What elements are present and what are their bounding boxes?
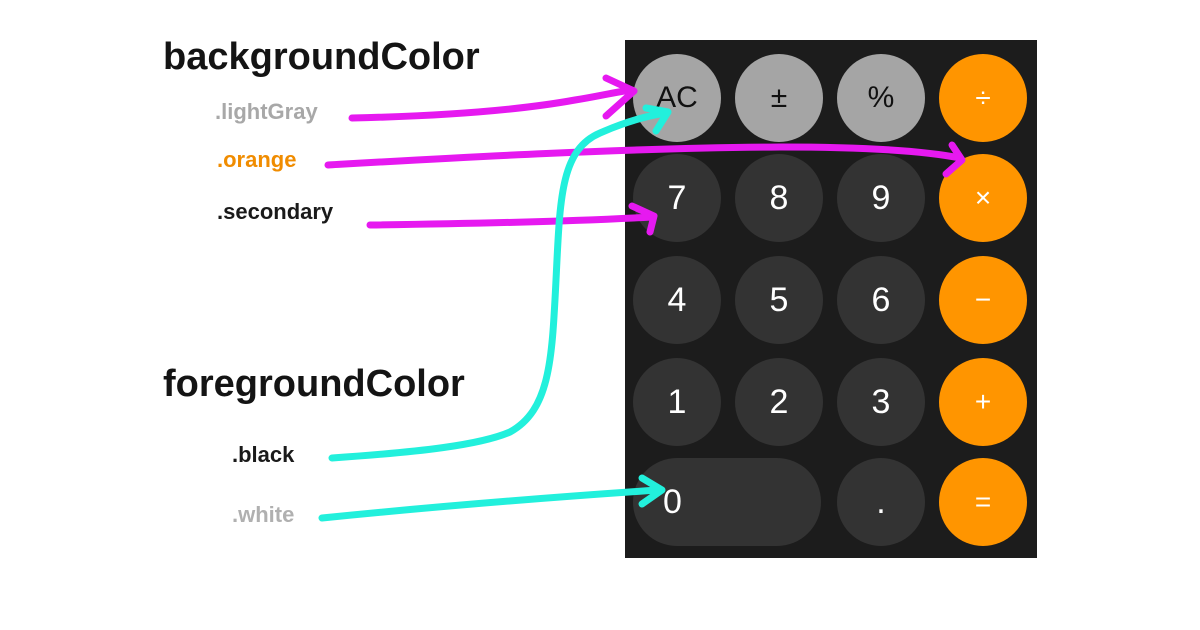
foreground-color-heading: foregroundColor [163,363,465,405]
label-black: .black [232,442,295,467]
background-arrows [324,74,966,236]
arrow-secondary-to-seven [366,213,656,229]
label-secondary: .secondary [217,199,334,224]
label-orange: .orange [217,147,297,172]
arrow-black-to-ac-text [328,109,670,462]
background-color-heading: backgroundColor [163,36,480,78]
key-equals[interactable]: = [939,458,1027,546]
arrow-secondary-head [628,202,658,236]
foreground-arrows [318,104,672,522]
arrow-orange-head [942,141,966,178]
key-percent[interactable]: % [837,54,925,142]
label-light-gray: .lightGray [215,99,318,124]
arrow-light-gray-to-ac [348,86,636,122]
arrow-orange-to-multiply [324,143,964,169]
arrow-white-to-zero [318,486,662,522]
arrow-black-head [642,104,672,135]
arrow-light-gray-head [602,74,638,120]
key-plus-minus[interactable]: ± [735,54,823,142]
label-white: .white [232,502,295,527]
arrow-white-head [638,474,666,508]
